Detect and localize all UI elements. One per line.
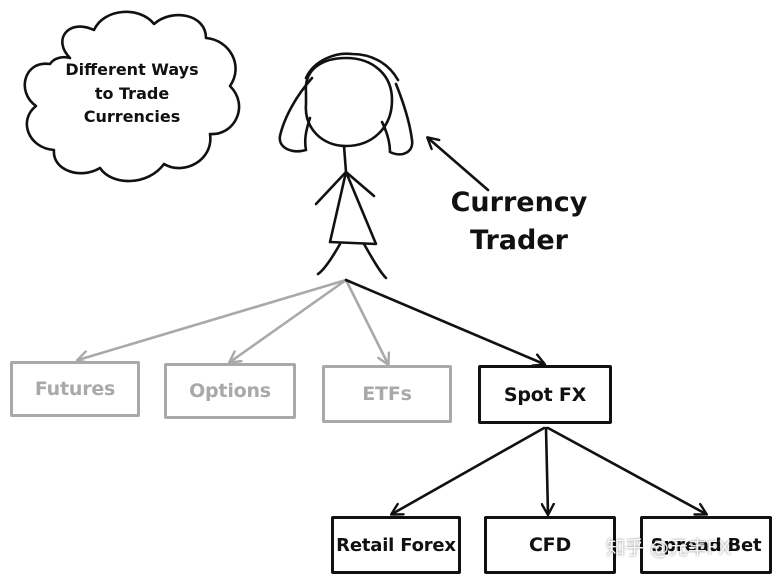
trader-label: Currency Trader [438, 184, 600, 260]
node-retail-forex: Retail Forex [331, 516, 461, 574]
branch-futures [78, 278, 348, 360]
label-arrow [428, 138, 490, 192]
node-etfs: ETFs [322, 365, 452, 423]
branch-cfd [546, 426, 548, 514]
spot-fx-branches [392, 426, 706, 514]
branch-spread-bet [546, 426, 706, 514]
cloud-line-2: to Trade [94, 83, 170, 103]
branch-spot-fx [344, 278, 544, 364]
node-options: Options [164, 363, 296, 419]
branch-retail-forex [392, 426, 546, 514]
branch-options [230, 278, 348, 362]
trader-label-line-1: Currency [450, 187, 588, 218]
cloud-line-3: Currencies [83, 107, 181, 126]
cloud-line-1: Different Ways [65, 60, 199, 79]
instrument-branches [78, 278, 544, 364]
trader-label-line-2: Trader [470, 225, 568, 256]
cloud-caption: Different Ways to Trade Currencies [52, 58, 212, 129]
node-spread-bet: Spread Bet [640, 516, 772, 574]
thought-cloud [23, 10, 241, 183]
node-cfd: CFD [484, 516, 616, 574]
node-spot-fx: Spot FX [478, 365, 612, 424]
watermark: 知乎 @元丰FX [606, 537, 731, 559]
trader-figure-icon [278, 52, 414, 280]
branch-etfs [344, 278, 388, 364]
node-futures: Futures [10, 361, 140, 417]
